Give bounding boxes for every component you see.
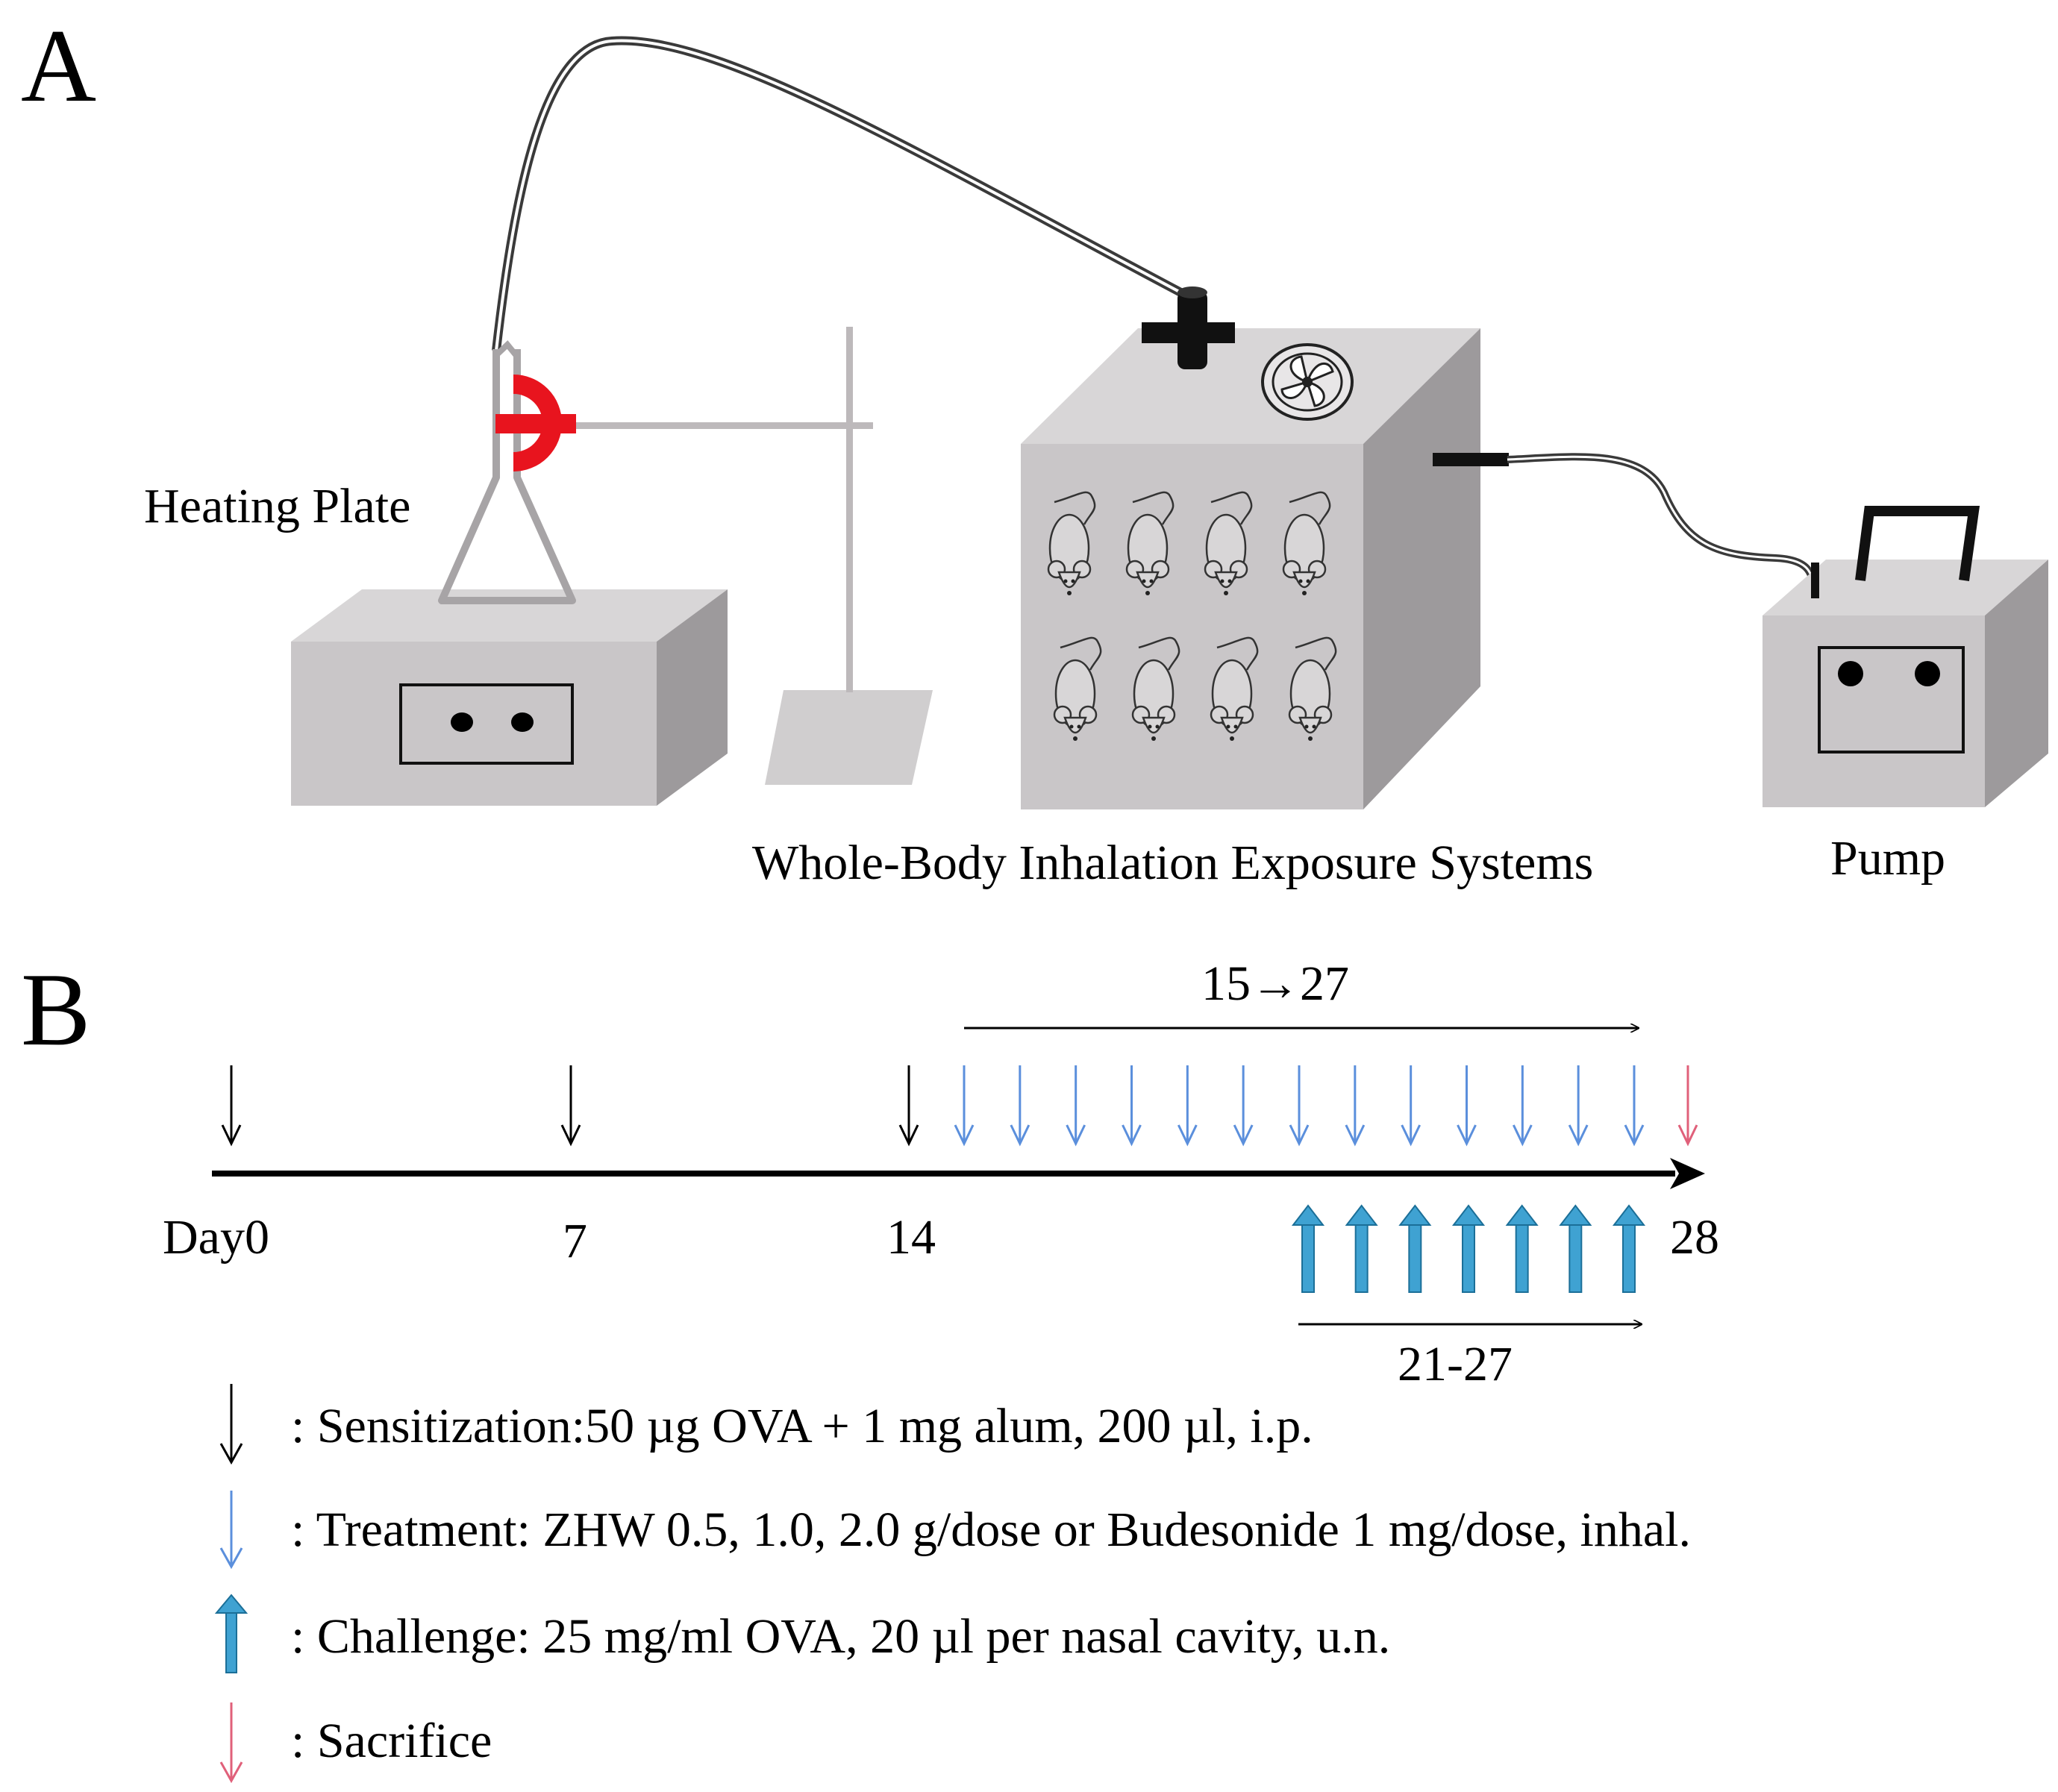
- vapor-tube: [492, 36, 1187, 351]
- day-label-28: 28: [1670, 1210, 1719, 1265]
- legend-sacrifice: : Sacrifice: [219, 1702, 492, 1784]
- legend-sensitization: : Sensitization:50 µg OVA + 1 mg alum, 2…: [219, 1384, 1313, 1465]
- treatment-arrow-icon: [219, 1547, 243, 1570]
- heating-plate-panel: [399, 683, 574, 765]
- timeline-axis: [212, 1158, 1705, 1189]
- mouse-icon: [1053, 636, 1102, 741]
- panel-a: A Heating Plate: [21, 8, 2048, 890]
- treatment-arrow: [1345, 1065, 1366, 1147]
- legend-treatment: : Treatment: ZHW 0.5, 1.0, 2.0 g/dose or…: [219, 1491, 1691, 1570]
- treatment-arrow: [1401, 1065, 1421, 1147]
- legend-treatment-text: : Treatment: ZHW 0.5, 1.0, 2.0 g/dose or…: [291, 1503, 1691, 1557]
- mouse-icon: [1282, 491, 1331, 595]
- challenge-arrow: [1505, 1204, 1539, 1293]
- legend-challenge-text: : Challenge: 25 mg/ml OVA, 20 µl per nas…: [291, 1609, 1390, 1664]
- mouse-icon: [1210, 636, 1259, 741]
- treatment-arrow: [1624, 1065, 1645, 1147]
- sensitization-arrow: [560, 1065, 581, 1147]
- legend-sacrifice-text: : Sacrifice: [291, 1714, 492, 1768]
- challenge-arrow-icon: [214, 1594, 248, 1614]
- mouse-icon: [1125, 491, 1175, 595]
- panel-b: B 15→27 Day0 7 14 28 21-27 : Sensitizati…: [21, 952, 1719, 1784]
- heating-plate: [291, 589, 728, 806]
- heating-plate-knob: [451, 712, 473, 732]
- panel-a-letter: A: [21, 8, 96, 124]
- treatment-arrow: [954, 1065, 975, 1147]
- fan-icon: [1261, 343, 1354, 421]
- mouse-icon: [1288, 636, 1337, 741]
- chamber-inlet: [1142, 286, 1235, 369]
- treatment-arrow: [1177, 1065, 1198, 1147]
- treatment-arrow: [1122, 1065, 1142, 1147]
- chamber-label: Whole-Body Inhalation Exposure Systems: [752, 836, 1593, 890]
- treatment-range-label: 15→27: [1201, 956, 1349, 1011]
- mouse-icon: [1204, 491, 1253, 595]
- challenge-arrow: [1451, 1204, 1486, 1293]
- heating-plate-knob: [511, 712, 534, 732]
- mouse-icon: [1131, 636, 1180, 741]
- heating-plate-label: Heating Plate: [144, 479, 410, 533]
- sacrifice-arrow: [1677, 1065, 1698, 1147]
- chamber-outlet: [1433, 453, 1509, 466]
- pump-tube: [1507, 453, 1817, 590]
- treatment-arrow: [1289, 1065, 1310, 1147]
- challenge-arrow: [1345, 1204, 1378, 1293]
- flask: [438, 340, 576, 604]
- challenge-arrow: [1398, 1204, 1432, 1293]
- treatment-arrow: [1066, 1065, 1086, 1147]
- legend: : Sensitization:50 µg OVA + 1 mg alum, 2…: [214, 1384, 1691, 1784]
- day-label-7: 7: [563, 1214, 587, 1268]
- sensitization-arrow: [221, 1065, 242, 1147]
- treatment-arrow: [1010, 1065, 1030, 1147]
- mouse-icon: [1047, 491, 1096, 595]
- pump: [1763, 506, 2048, 807]
- challenge-arrow: [1559, 1204, 1592, 1293]
- legend-sensitization-text: : Sensitization:50 µg OVA + 1 mg alum, 2…: [291, 1399, 1313, 1453]
- challenge-arrow: [1612, 1204, 1646, 1293]
- timeline-events: [221, 1065, 1698, 1293]
- panel-b-letter: B: [21, 952, 90, 1068]
- flask-clamp: [495, 375, 576, 472]
- treatment-arrow: [1233, 1065, 1254, 1147]
- pump-knob: [1915, 661, 1940, 686]
- sensitization-arrow-icon: [219, 1443, 243, 1465]
- challenge-range-label: 21-27: [1398, 1337, 1513, 1391]
- treatment-arrow: [1457, 1065, 1477, 1147]
- treatment-arrow: [1568, 1065, 1589, 1147]
- challenge-arrow: [1291, 1204, 1325, 1293]
- pump-knob: [1838, 661, 1863, 686]
- ring-stand: [567, 327, 933, 785]
- pump-handle: [1855, 506, 1980, 581]
- sacrifice-arrow-icon: [219, 1761, 243, 1784]
- sensitization-arrow: [898, 1065, 919, 1147]
- day-label-14: 14: [886, 1210, 936, 1265]
- pump-panel: [1818, 646, 1965, 754]
- pump-label: Pump: [1830, 831, 1945, 886]
- mice-group: [1047, 491, 1337, 741]
- day-label-0: Day0: [163, 1210, 269, 1265]
- legend-challenge: : Challenge: 25 mg/ml OVA, 20 µl per nas…: [214, 1594, 1390, 1673]
- treatment-arrow: [1512, 1065, 1533, 1147]
- exposure-chamber: [1021, 286, 1509, 809]
